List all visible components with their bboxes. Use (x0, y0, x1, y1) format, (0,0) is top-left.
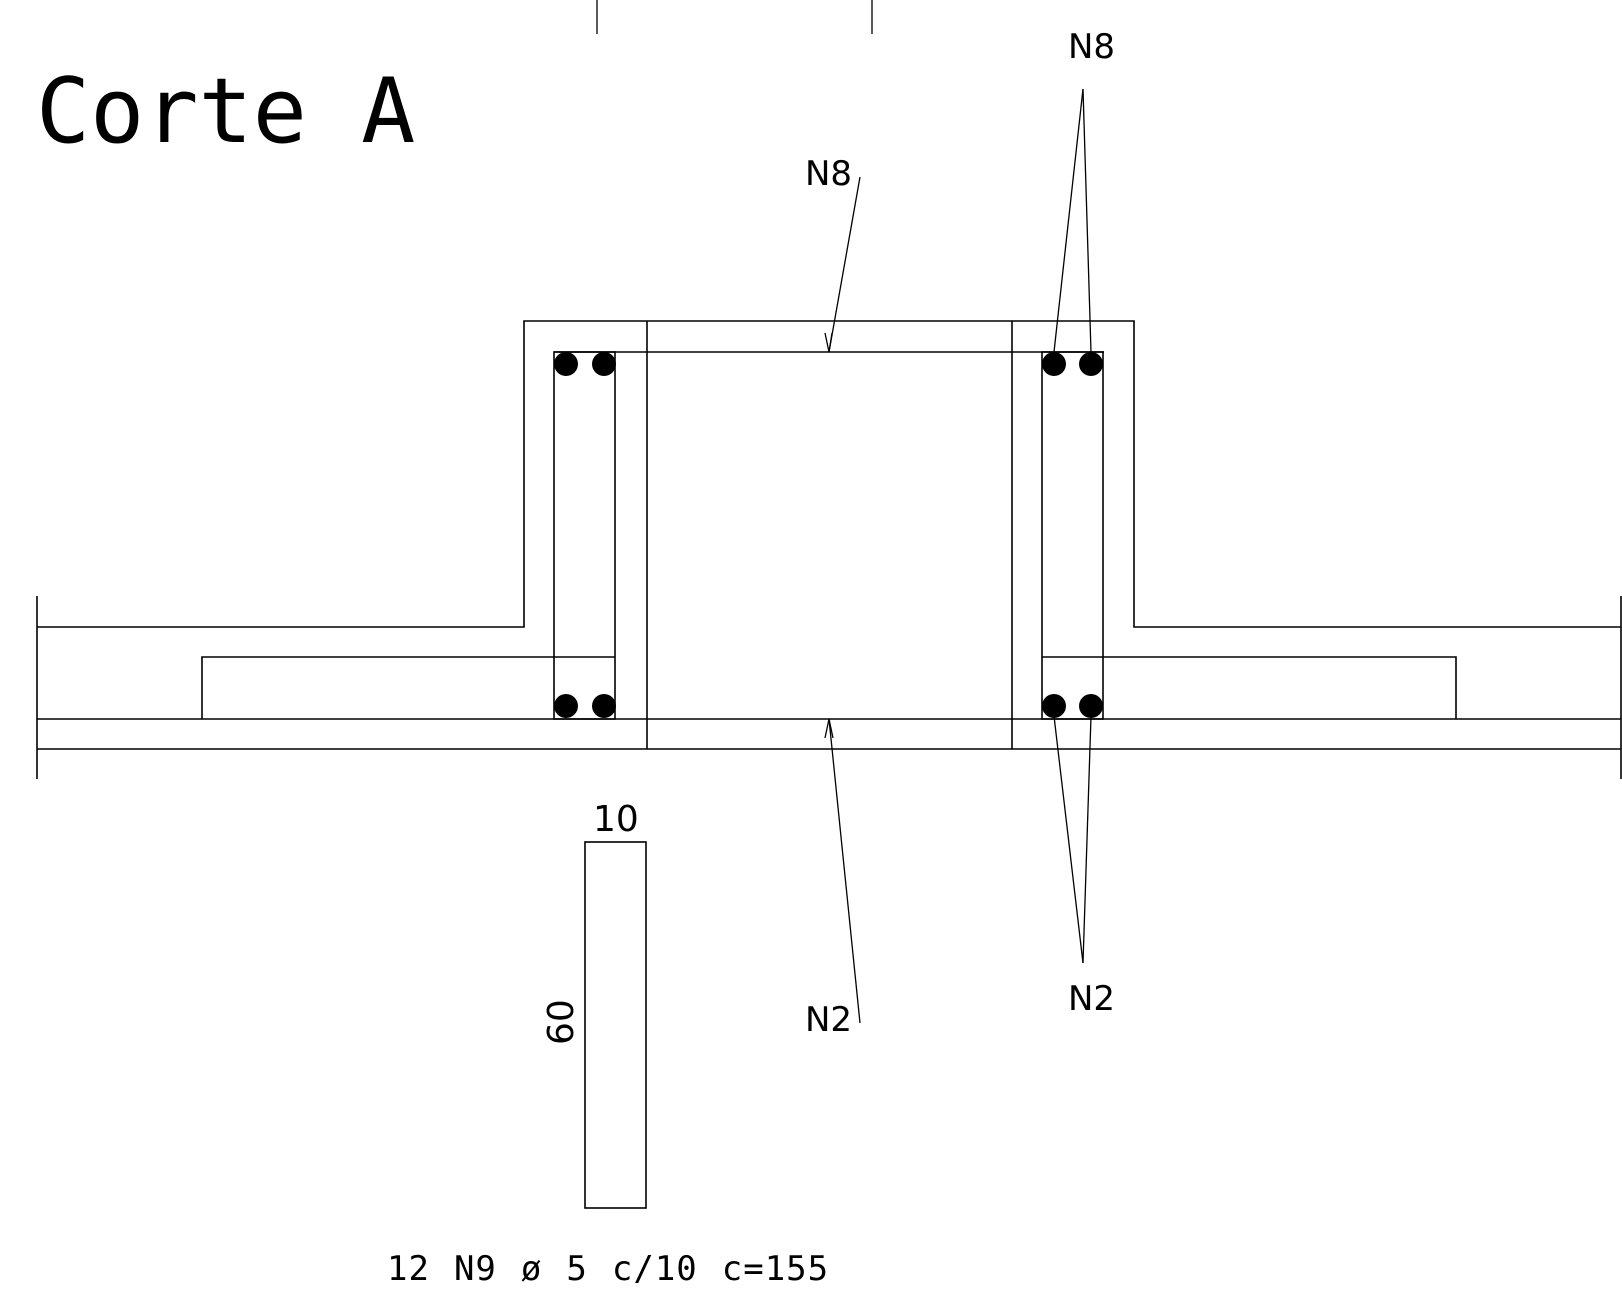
schedule-diameter-symbol: ø (521, 1249, 542, 1289)
internal-lines (554, 321, 1104, 749)
slab-reinforcement-right (1042, 656, 1457, 719)
stirrup-detail (584, 841, 647, 1209)
leader-bottom-center (824, 718, 861, 1024)
rebar-bottom-right (1042, 694, 1103, 718)
leader-top-center (824, 176, 861, 353)
rebar-top-left (554, 352, 616, 376)
stirrup-left (553, 351, 616, 720)
label-n8-right: N8 (1068, 27, 1115, 67)
label-n2-right: N2 (1068, 979, 1115, 1019)
concrete-outline (36, 320, 1622, 779)
rebar-bottom-left (554, 694, 616, 718)
leader-bottom-right (1053, 715, 1092, 964)
schedule-diameter: 5 (566, 1249, 587, 1289)
schedule-quantity: 12 (387, 1249, 430, 1289)
schedule-length: c=155 (722, 1249, 829, 1289)
schedule-bar: N9 (454, 1249, 497, 1289)
label-n8-center: N8 (805, 154, 852, 194)
section-title: Corte A (36, 59, 415, 164)
label-n2-center: N2 (805, 1000, 852, 1040)
schedule-spacing: c/10 (612, 1249, 698, 1289)
rebar-top-right (1042, 352, 1103, 376)
stirrup-right (1041, 351, 1104, 720)
slab-reinforcement-left (201, 656, 615, 719)
leader-top-right (1053, 88, 1092, 353)
stirrup-width-label: 10 (593, 799, 639, 840)
stirrup-height-label: 60 (541, 999, 582, 1045)
